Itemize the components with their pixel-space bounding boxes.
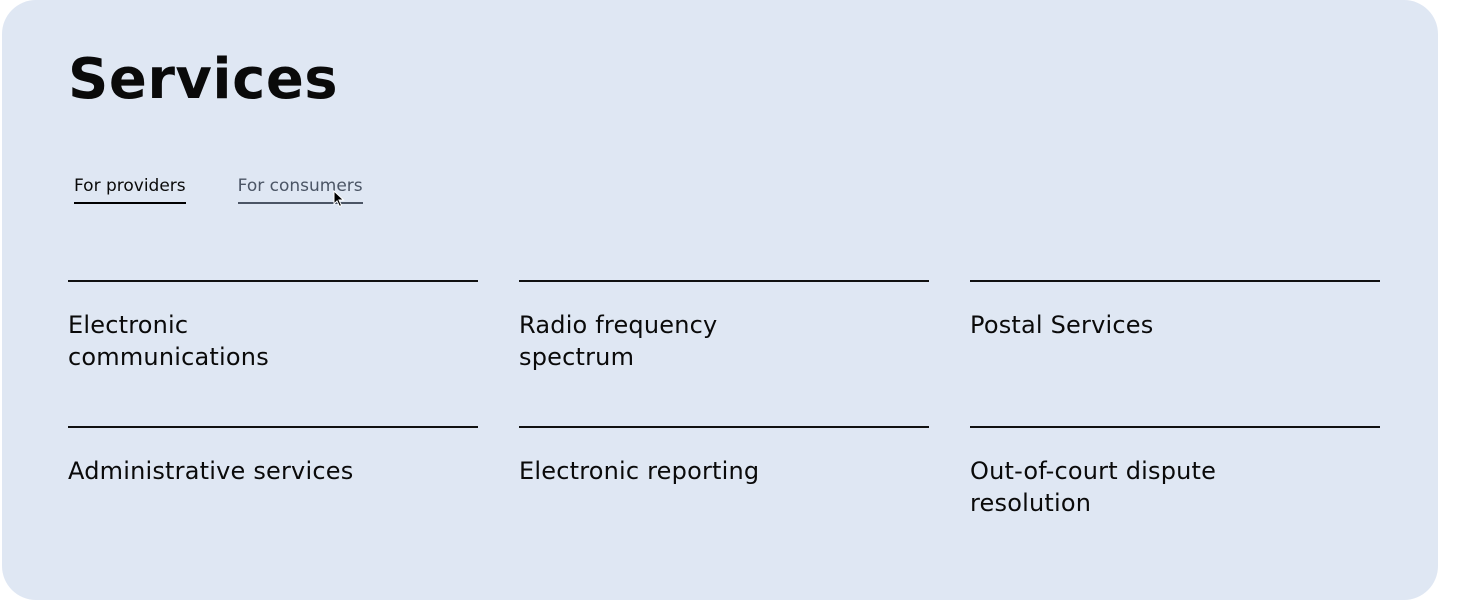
service-card-electronic-communications[interactable]: Electronic communications [68, 280, 478, 426]
service-label: Electronic communications [68, 311, 269, 371]
service-label: Radio frequency spectrum [519, 311, 718, 371]
tab-for-providers[interactable]: For providers [74, 176, 186, 205]
page-title: Services [68, 47, 339, 112]
mouse-pointer-icon [333, 190, 345, 208]
service-card-electronic-reporting[interactable]: Electronic reporting [519, 426, 929, 572]
service-card-postal-services[interactable]: Postal Services [970, 280, 1380, 426]
service-label: Out-of-court dispute resolution [970, 457, 1217, 517]
service-card-out-of-court-dispute-resolution[interactable]: Out-of-court dispute resolution [970, 426, 1380, 572]
service-label: Administrative services [68, 457, 354, 485]
tab-for-consumers[interactable]: For consumers [237, 176, 363, 205]
audience-tabs: For providers For consumers [74, 176, 363, 205]
service-card-radio-frequency-spectrum[interactable]: Radio frequency spectrum [519, 280, 929, 426]
service-label: Electronic reporting [519, 457, 760, 485]
service-label: Postal Services [970, 311, 1154, 339]
service-card-administrative-services[interactable]: Administrative services [68, 426, 478, 572]
services-grid: Electronic communications Radio frequenc… [68, 280, 1380, 572]
